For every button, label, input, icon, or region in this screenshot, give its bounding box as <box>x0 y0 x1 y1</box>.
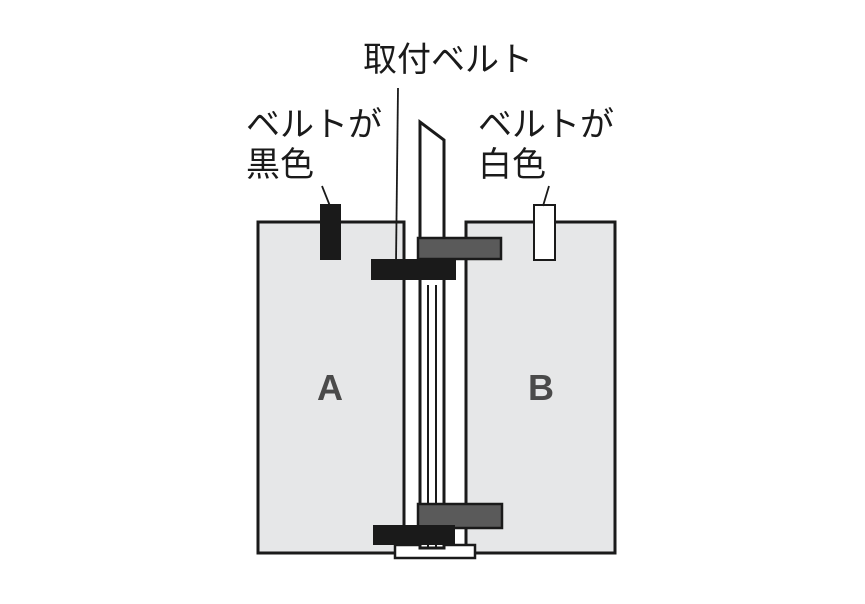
leader-white-belt <box>542 185 550 207</box>
top-black-belt <box>371 259 456 280</box>
bottom-gray-belt <box>416 502 504 530</box>
bottom-black-belt <box>373 525 455 545</box>
white-belt-marker <box>533 204 556 261</box>
top-gray-belt <box>416 236 503 261</box>
panel-b-letter: B <box>528 367 554 408</box>
leader-mounting-belt <box>395 87 399 264</box>
label-black-belt-line1: ベルトが <box>246 105 382 145</box>
panel-a-letter: A <box>317 367 343 408</box>
panel-b <box>464 220 617 555</box>
label-white-belt-line1: ベルトが <box>478 105 614 145</box>
black-belt-marker <box>320 204 341 260</box>
leader-black-belt <box>321 185 331 207</box>
label-white-belt-line2: 白色 <box>478 145 546 185</box>
central-pole <box>418 119 446 550</box>
label-mounting-belt: 取付ベルト <box>363 40 533 80</box>
label-black-belt-line2: 黒色 <box>246 145 314 185</box>
